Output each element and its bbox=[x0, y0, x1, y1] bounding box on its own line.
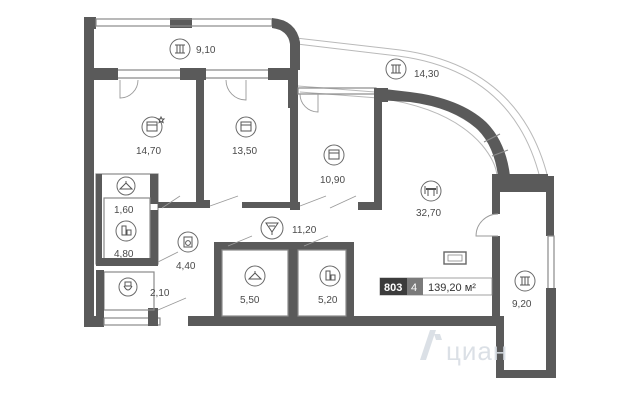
room-loggia-curved: 14,30 bbox=[385, 58, 439, 80]
room-bathroom-1: 4,80 bbox=[114, 220, 137, 260]
room-area-label: 32,70 bbox=[416, 208, 441, 219]
room-living-kitchen: 32,70 bbox=[416, 180, 442, 219]
room-area-label: 14,70 bbox=[136, 146, 161, 157]
room-area-label: 14,30 bbox=[414, 69, 439, 80]
interior-walls bbox=[95, 78, 382, 318]
room-area-label: 9,10 bbox=[196, 45, 216, 56]
room-bathroom-2: 5,20 bbox=[318, 265, 341, 306]
walls bbox=[84, 17, 556, 378]
room-area-label: 13,50 bbox=[232, 146, 257, 157]
room-bedroom-master: 14,70 bbox=[136, 115, 166, 157]
room-area-label: 5,20 bbox=[318, 295, 338, 306]
room-wc: 2,10 bbox=[118, 277, 170, 299]
balcony-icon bbox=[514, 270, 536, 292]
room-bedroom-2: 13,50 bbox=[232, 116, 257, 157]
washer-icon bbox=[177, 231, 199, 253]
bed-star-icon bbox=[141, 115, 166, 138]
room-area-label: 1,60 bbox=[114, 205, 134, 216]
hanger-icon bbox=[116, 176, 136, 196]
room-hallway-laundry: 4,40 bbox=[176, 231, 199, 272]
dining-icon bbox=[420, 180, 442, 202]
cian-logo-icon bbox=[420, 330, 442, 360]
toilet-icon bbox=[118, 277, 138, 297]
room-hall: 11,20 bbox=[260, 216, 317, 240]
kitchen-hob-inner bbox=[447, 254, 463, 262]
watermark: циан bbox=[420, 330, 508, 366]
room-area-label: 4,40 bbox=[176, 261, 196, 272]
lamp-icon bbox=[260, 216, 284, 240]
room-area-label: 2,10 bbox=[150, 288, 170, 299]
room-area-label: 10,90 bbox=[320, 175, 345, 186]
room-balcony-right: 9,20 bbox=[512, 270, 536, 310]
room-balcony-top: 9,10 bbox=[169, 38, 216, 60]
room-wardrobe-small: 1,60 bbox=[114, 176, 136, 216]
apartment-number: 803 bbox=[384, 282, 402, 294]
bed-icon bbox=[235, 116, 257, 138]
bath-icon bbox=[319, 265, 341, 287]
hanger-icon bbox=[244, 265, 266, 287]
room-wardrobe-large: 5,50 bbox=[240, 265, 266, 306]
balcony-icon bbox=[169, 38, 191, 60]
kitchen-hob bbox=[443, 251, 467, 265]
apartment-badge: 803 4 139,20 м² bbox=[379, 277, 493, 296]
room-area-label: 11,20 bbox=[292, 225, 317, 236]
room-area-label: 4,80 bbox=[114, 249, 134, 260]
room-area-label: 9,20 bbox=[512, 299, 532, 310]
watermark-text: циан bbox=[446, 336, 508, 366]
room-bedroom-3: 10,90 bbox=[320, 144, 345, 186]
total-area: 139,20 м² bbox=[428, 282, 476, 294]
doors bbox=[119, 79, 509, 311]
bed-icon bbox=[323, 144, 345, 166]
balcony-icon bbox=[385, 58, 407, 80]
room-area-label: 5,50 bbox=[240, 295, 260, 306]
bath-icon bbox=[115, 220, 137, 242]
room-count: 4 bbox=[411, 282, 417, 294]
